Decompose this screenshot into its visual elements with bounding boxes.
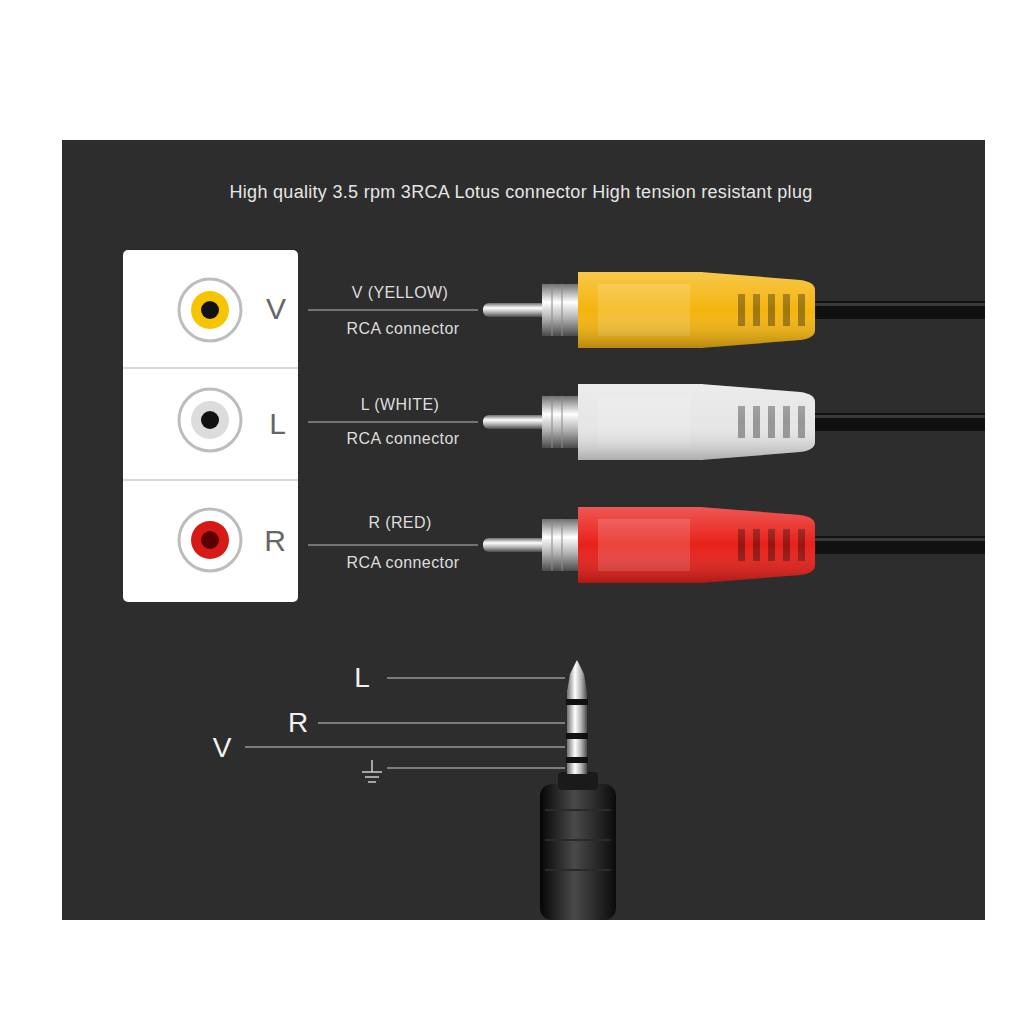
signal-name: R (RED) [368, 514, 431, 532]
socket-row: V [123, 250, 298, 368]
rca-plug [483, 272, 985, 348]
leader-line [387, 768, 565, 769]
leader-line [308, 310, 478, 311]
socket-icon [179, 279, 241, 341]
rca-plug [483, 384, 985, 460]
jack-plug [540, 660, 616, 920]
socket-letter: R [264, 526, 286, 556]
dark-panel [62, 140, 985, 920]
pin-name: L [354, 663, 370, 694]
connector-note: RCA connector [347, 320, 460, 338]
socket-row: L [123, 368, 298, 480]
connector-note: RCA connector [347, 430, 460, 448]
leader-line [308, 422, 478, 423]
heading: High quality 3.5 rpm 3RCA Lotus connecto… [229, 182, 812, 203]
socket-icon [179, 389, 241, 451]
rca-plug [483, 507, 985, 583]
socket-panel [123, 250, 298, 602]
socket-letter: V [266, 294, 286, 324]
row-divider [123, 367, 298, 369]
signal-name: V (YELLOW) [352, 284, 448, 302]
leader-line [318, 723, 565, 724]
row-divider [123, 479, 298, 481]
ground-symbol [362, 760, 382, 782]
pin-name: V [213, 733, 232, 764]
leader-line [308, 545, 478, 546]
leader-line [245, 747, 565, 748]
pin-name: R [288, 708, 308, 739]
socket-icon [179, 509, 241, 571]
socket-letter: L [269, 409, 286, 439]
leader-line [387, 678, 565, 679]
connector-note: RCA connector [347, 554, 460, 572]
signal-name: L (WHITE) [361, 396, 440, 414]
socket-row: R [123, 480, 298, 602]
